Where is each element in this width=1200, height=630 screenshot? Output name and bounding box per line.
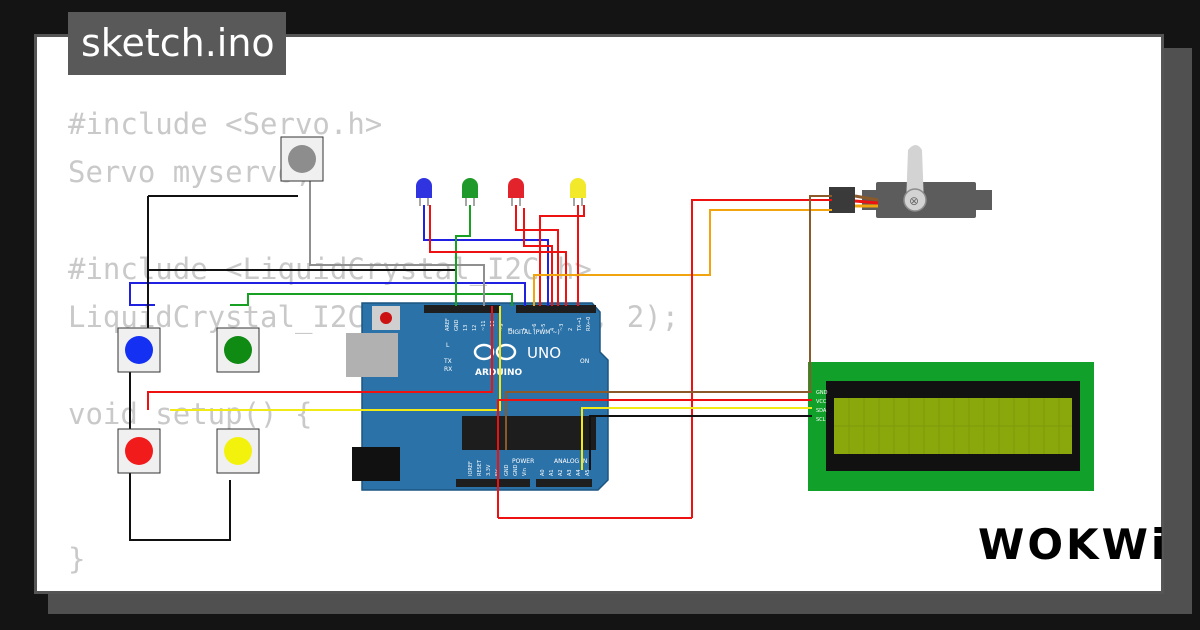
pin-label: RX←0 — [586, 317, 592, 331]
pin-label: ~11 — [481, 320, 487, 331]
arduino-uno[interactable]: UNO ARDUINO DIGITAL (PWM ~) ANALOG IN PO… — [346, 302, 609, 491]
power-jack — [352, 447, 400, 481]
usb-port — [346, 333, 398, 377]
pin-label: 13 — [463, 325, 469, 331]
arduino-maker-label: ARDUINO — [475, 368, 523, 378]
lcd-pin-label: GND — [816, 390, 828, 396]
pin-label: A3 — [567, 469, 573, 476]
pushbutton-red[interactable] — [117, 428, 161, 474]
pushbutton-green[interactable] — [216, 327, 260, 373]
screw-icon: ⊗ — [909, 194, 919, 208]
pin-label: ~3 — [559, 324, 565, 331]
servo-motor[interactable]: ⊗ — [829, 145, 992, 218]
pin-label: A2 — [558, 469, 564, 476]
pin-label: A5 — [585, 469, 591, 476]
pushbutton-yellow[interactable] — [216, 428, 260, 474]
code-line: } — [68, 541, 86, 576]
led-yellow[interactable] — [570, 178, 586, 206]
file-tab[interactable]: sketch.ino — [68, 12, 286, 75]
lcd-pin-label: SCL — [816, 417, 826, 423]
pin-label: GND — [454, 319, 460, 331]
atmega-chip — [462, 416, 596, 450]
pin-label: GND — [513, 464, 519, 476]
pin-label: ~6 — [532, 324, 538, 331]
led-red[interactable] — [508, 178, 524, 206]
power-header-label: POWER — [512, 458, 534, 465]
pin-label: AREF — [445, 318, 451, 331]
pin-label: ~9 — [499, 324, 505, 331]
file-tab-label: sketch.ino — [81, 21, 275, 65]
code-line: void setup() { — [68, 396, 313, 431]
pin-label: A1 — [549, 469, 555, 476]
pin-label: 4 — [550, 328, 556, 331]
analog-header-label: ANALOG IN — [554, 458, 587, 465]
led-label: ON — [580, 358, 589, 365]
pin-label: GND — [504, 464, 510, 476]
pin-label: Vin — [522, 468, 528, 476]
pin-label: IOREF — [468, 461, 474, 476]
pin-label: 12 — [472, 325, 478, 331]
code-line: #include <LiquidCrystal_I2C.h> — [68, 251, 592, 286]
arduino-model-label: UNO — [527, 344, 561, 362]
pin-label: A4 — [576, 469, 582, 476]
pin-label: TX→1 — [577, 317, 583, 332]
pushbutton-blue[interactable] — [117, 327, 161, 373]
led-green[interactable] — [462, 178, 478, 206]
pin-label: 8 — [508, 328, 514, 331]
pin-label: RESET — [477, 459, 483, 476]
wokwi-logo: WOKWi — [978, 520, 1169, 569]
pin-label: ~5 — [541, 324, 547, 331]
lcd-pin-label: SDA — [816, 408, 827, 414]
lcd-pin-label: VCC — [816, 399, 827, 405]
code-line: #include <Servo.h> — [68, 107, 383, 141]
led-label: TX — [443, 358, 452, 365]
lcd-display[interactable]: GND VCC SDA SCL — [808, 362, 1094, 491]
pushbutton-gray[interactable] — [280, 136, 324, 182]
pin-label: 7 — [523, 328, 529, 331]
pin-label: 2 — [568, 328, 574, 331]
digital-header-label: DIGITAL (PWM ~) — [508, 329, 560, 336]
pin-label: A0 — [540, 469, 546, 476]
led-label: RX — [444, 366, 452, 373]
led-blue[interactable] — [416, 178, 432, 206]
led-label: L — [446, 342, 450, 349]
pin-label: 3.3V — [486, 464, 492, 476]
